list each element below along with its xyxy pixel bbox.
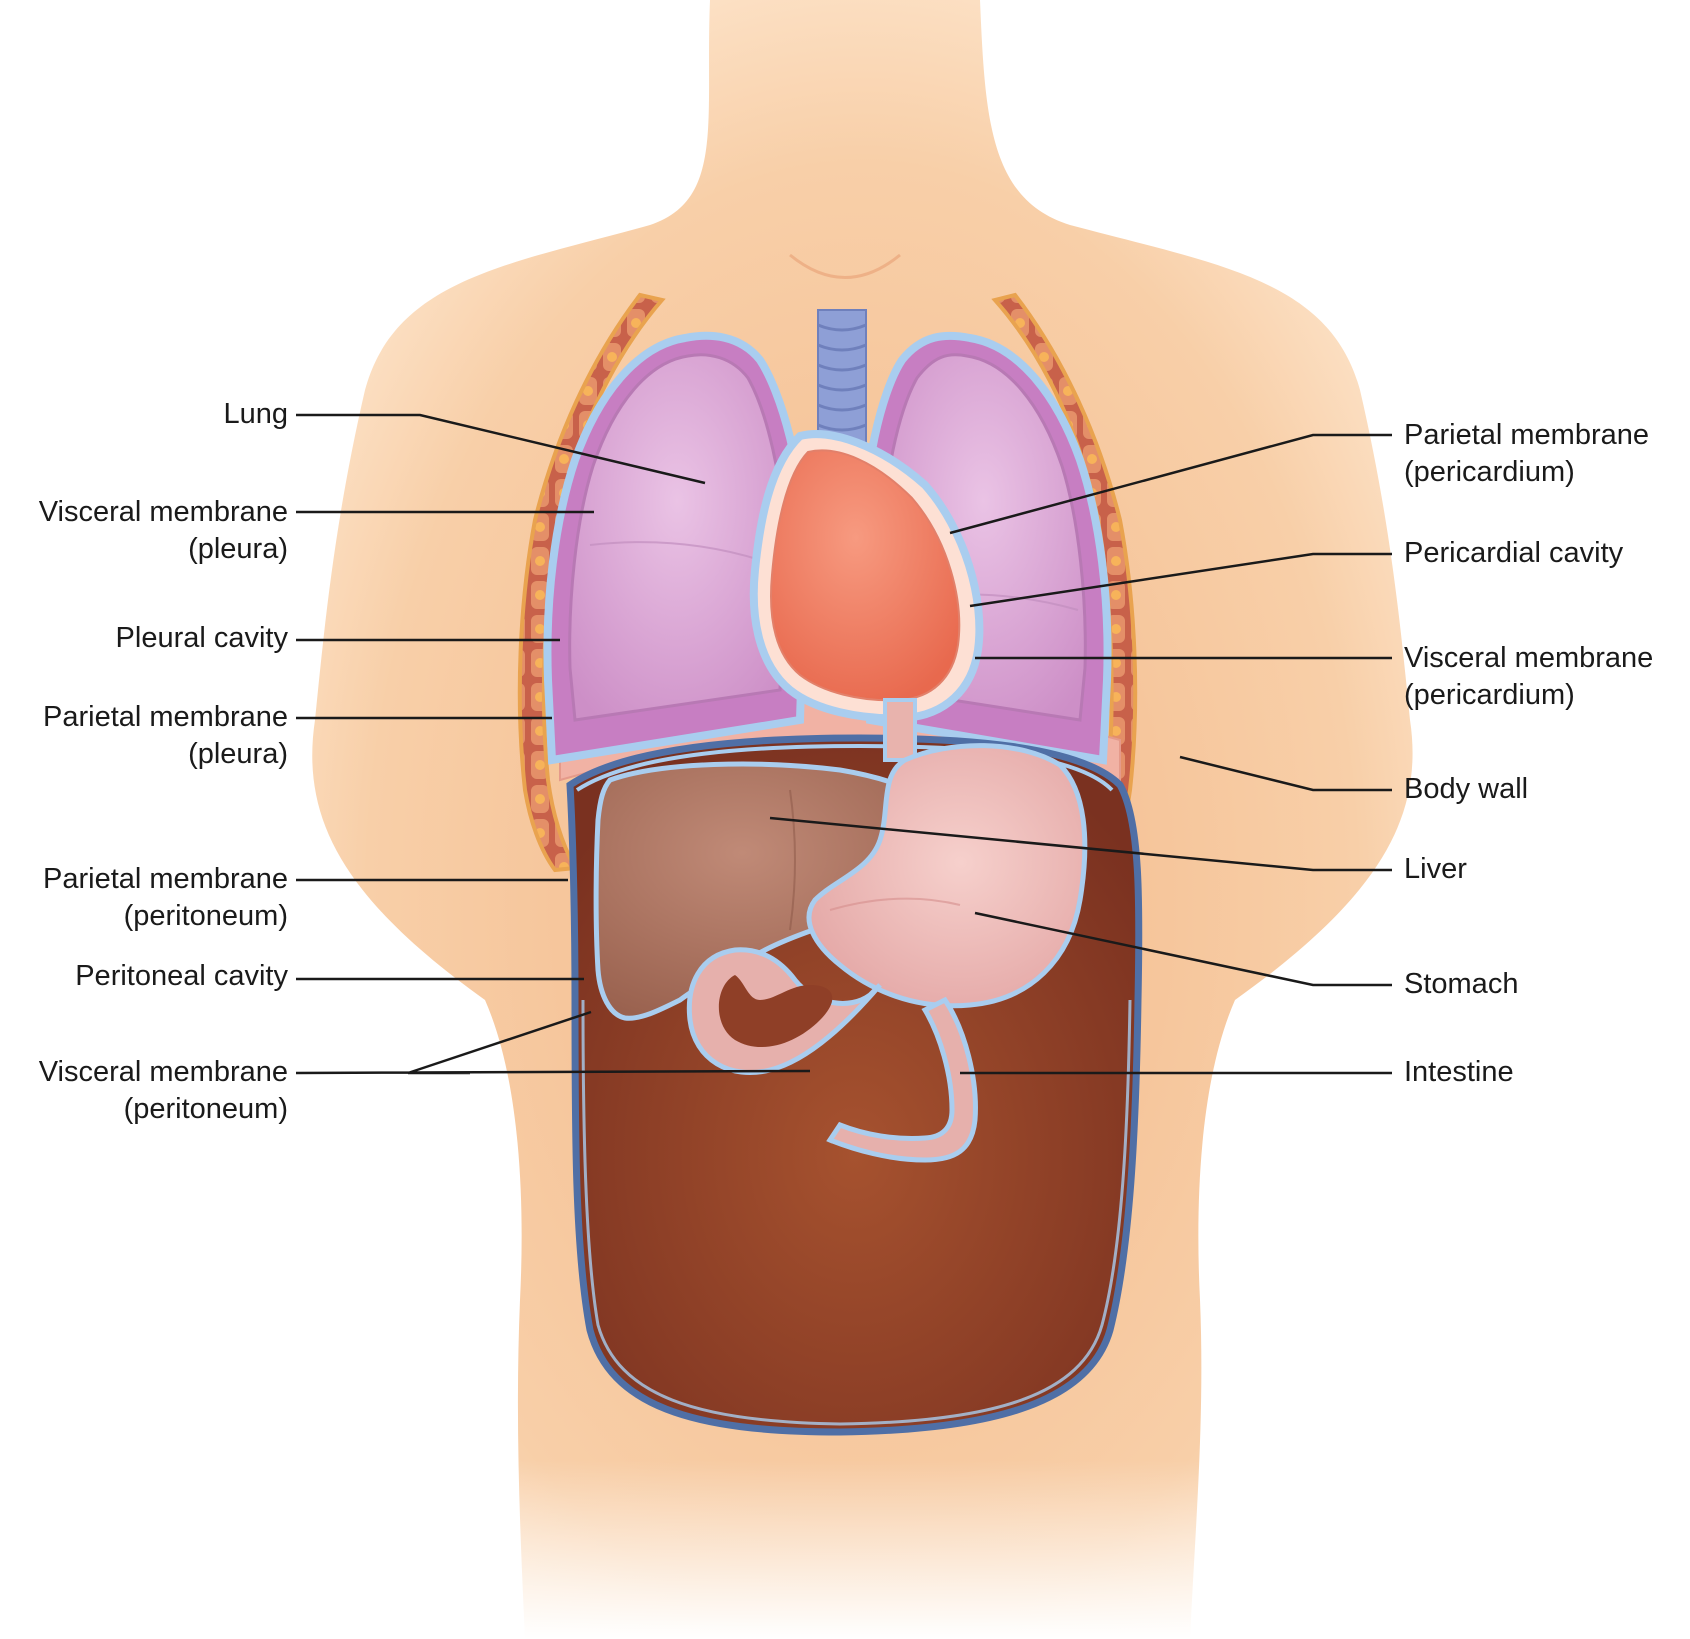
stomach xyxy=(806,743,1088,1009)
label-visceral-peritoneum: Visceral membrane (peritoneum) xyxy=(38,1056,288,1125)
leader-liver xyxy=(769,816,1392,872)
leader-lines xyxy=(295,413,1392,1075)
label-intestine: Intestine xyxy=(1404,1056,1514,1088)
leader-pericardial-cavity xyxy=(969,552,1392,608)
leader-body-wall xyxy=(1179,755,1392,792)
label-liver: Liver xyxy=(1404,853,1467,885)
lung-left xyxy=(568,353,787,722)
label-visceral-pericardium: Visceral membrane (pericardium) xyxy=(1404,642,1654,711)
label-pericardial-cavity: Pericardial cavity xyxy=(1404,537,1624,569)
label-body-wall: Body wall xyxy=(1404,773,1529,805)
label-parietal-pericardium: Parietal membrane (pericardium) xyxy=(1404,419,1649,488)
label-peritoneal-cavity: Peritoneal cavity xyxy=(75,960,288,992)
leader-stomach xyxy=(974,911,1392,987)
intestine-descending xyxy=(826,996,978,1163)
label-visceral-pleura: Visceral membrane (pleura) xyxy=(38,496,288,565)
label-lung: Lung xyxy=(223,398,288,430)
leader-lung xyxy=(296,413,706,485)
label-stomach: Stomach xyxy=(1404,968,1519,1000)
leader-visceral-peritoneum xyxy=(295,1010,811,1075)
label-parietal-peritoneum: Parietal membrane (peritoneum) xyxy=(43,863,288,932)
esophagus xyxy=(883,698,917,762)
leader-parietal-pericardium xyxy=(949,433,1392,535)
label-pleural-cavity: Pleural cavity xyxy=(115,622,288,654)
label-parietal-pleura: Parietal membrane (pleura) xyxy=(43,701,288,770)
neck-shadow xyxy=(789,253,901,279)
